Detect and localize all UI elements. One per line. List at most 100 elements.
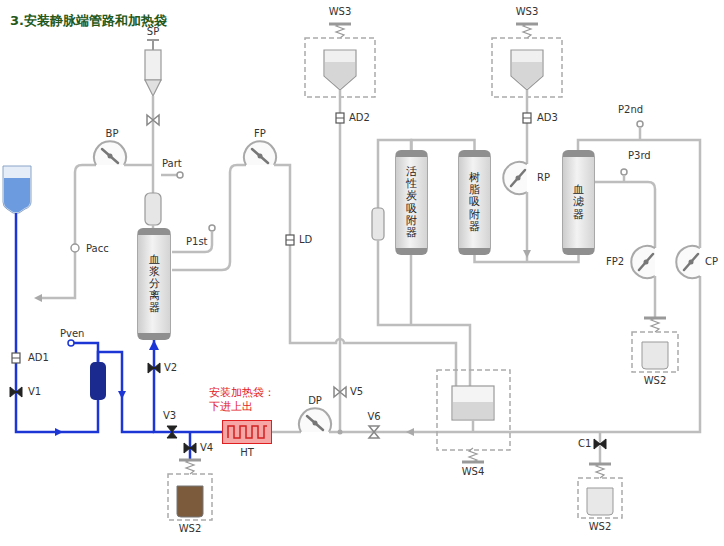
flow-arrow xyxy=(406,428,414,436)
part-label: V6 xyxy=(367,411,380,423)
tube-line xyxy=(599,432,602,464)
pressure-port xyxy=(637,121,643,127)
scale-box xyxy=(437,370,510,450)
part-label: AD3 xyxy=(537,112,558,124)
fluid-bag xyxy=(587,488,613,515)
tube-line xyxy=(410,255,413,325)
drip-chamber xyxy=(90,362,106,400)
clamp-valve xyxy=(594,439,606,449)
air-detector xyxy=(523,113,531,123)
tube-line xyxy=(124,164,153,167)
drip-chamber xyxy=(372,208,384,240)
part-label: DP xyxy=(308,395,322,407)
saline-bag xyxy=(3,166,31,213)
part-label: BP xyxy=(106,128,119,140)
part-label: Pven xyxy=(60,328,84,340)
part-label: V1 xyxy=(28,386,41,398)
heater-fill xyxy=(222,420,272,444)
pressure-line xyxy=(74,343,98,362)
scale-hanger xyxy=(516,24,538,38)
part-label: FP xyxy=(254,128,266,140)
fluid-bag xyxy=(642,342,668,369)
pump-symbol xyxy=(244,141,276,165)
part-label: AD2 xyxy=(349,112,370,124)
tube-line xyxy=(329,276,700,432)
waste-bag xyxy=(177,486,203,517)
part-label: WS2 xyxy=(589,521,612,533)
syringe-tip xyxy=(145,80,161,96)
scale-hanger xyxy=(462,448,484,462)
tube-line xyxy=(339,90,342,432)
air-detector xyxy=(336,113,344,123)
flow-arrow xyxy=(55,428,63,436)
clamp-valve xyxy=(184,443,196,453)
adsorber-column: 活性炭吸附器 xyxy=(395,150,428,255)
part-label: V5 xyxy=(350,386,363,398)
scale-box xyxy=(305,38,375,97)
scale-hanger xyxy=(179,460,201,474)
clamp-valve xyxy=(147,115,159,125)
hemofilter-column: 血滤器 xyxy=(562,150,595,255)
pressure-port xyxy=(177,172,183,178)
junction-dot xyxy=(338,430,343,435)
part-label: Pacc xyxy=(86,243,109,255)
scale-hanger xyxy=(589,464,611,478)
part-label: WS2 xyxy=(179,523,202,535)
heater-bag: HT xyxy=(222,420,272,444)
part-label: AD1 xyxy=(28,352,49,364)
column-label: 活性炭吸附器 xyxy=(406,166,417,239)
flow-arrow xyxy=(118,391,126,399)
page-title: 3.安装静脉端管路和加热袋 xyxy=(10,12,167,30)
part-label: WS2 xyxy=(644,375,667,387)
clamp-valve xyxy=(167,426,177,438)
bag-fluid xyxy=(512,62,542,89)
drip-chamber xyxy=(145,193,161,225)
fluid-bag xyxy=(324,50,356,90)
scale-hanger xyxy=(644,318,666,332)
drain-line xyxy=(189,432,192,460)
part-label: P1st xyxy=(186,236,208,248)
part-label: CP xyxy=(705,256,718,268)
part-label: WS4 xyxy=(462,466,485,478)
clamp-valve xyxy=(369,426,379,438)
tube-line xyxy=(274,165,456,386)
column-label: 血浆分离器 xyxy=(149,254,160,314)
adsorber-column: 树脂吸附器 xyxy=(458,150,491,255)
tube-line xyxy=(595,182,655,248)
flow-arrow xyxy=(34,294,42,302)
bag-fluid xyxy=(4,178,30,212)
tube-connector xyxy=(412,140,475,150)
venous-line xyxy=(98,352,154,432)
bag-fluid xyxy=(325,62,355,89)
leak-detector xyxy=(286,235,294,245)
part-label: FP2 xyxy=(606,256,624,268)
part-label: WS3 xyxy=(329,6,352,18)
venous-line xyxy=(16,213,98,432)
part-label: RP xyxy=(537,172,550,184)
callout-note: 安装加热袋： 下进上出 xyxy=(209,386,281,415)
pump-symbol xyxy=(676,246,700,278)
tube-line xyxy=(272,431,301,434)
syringe-body xyxy=(145,50,161,80)
tube-line xyxy=(472,420,475,432)
tube-line xyxy=(526,90,529,164)
pump-symbol xyxy=(631,246,655,278)
tube-line xyxy=(152,96,155,193)
pressure-port xyxy=(621,169,627,175)
tube-line xyxy=(378,240,470,386)
pressure-line xyxy=(172,232,212,252)
scale-box xyxy=(168,474,212,520)
pressure-line xyxy=(161,174,177,177)
scale-box xyxy=(632,332,678,372)
pressure-port xyxy=(209,225,215,231)
waste-chamber xyxy=(452,386,494,420)
flow-arrow xyxy=(523,250,531,258)
tube-line xyxy=(172,165,246,270)
pressure-line xyxy=(623,175,626,182)
scale-box xyxy=(492,38,562,97)
column-label: 血滤器 xyxy=(573,184,584,220)
column-label: 树脂吸附器 xyxy=(469,172,480,232)
part-label: LD xyxy=(299,234,312,246)
